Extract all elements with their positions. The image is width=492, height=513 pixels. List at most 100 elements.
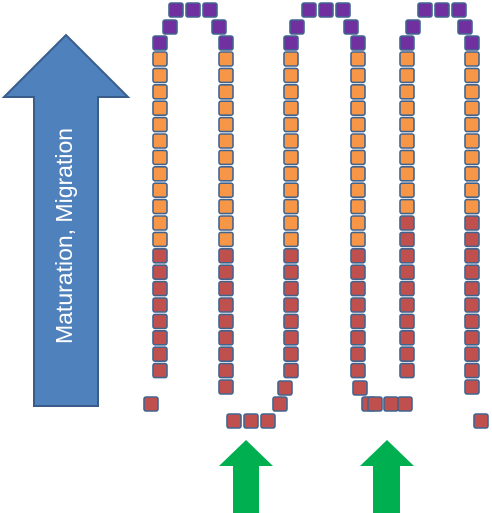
column-cell	[399, 297, 415, 313]
tip-cell	[202, 2, 218, 18]
column-cell	[283, 67, 299, 84]
column-cell	[350, 100, 366, 116]
column-cell	[399, 362, 415, 379]
column-cell	[399, 67, 415, 84]
column-cell	[283, 51, 299, 67]
column-cell	[283, 84, 299, 100]
crypt-cell	[272, 396, 288, 412]
column-cell	[152, 182, 168, 198]
crypt-cell	[226, 413, 242, 429]
column-cell	[464, 346, 480, 363]
column-cell	[218, 346, 234, 363]
tip-cell	[350, 35, 366, 51]
column-cell	[152, 264, 168, 281]
column-cell	[399, 133, 415, 149]
column-cell	[218, 100, 234, 116]
column-cell	[399, 280, 415, 297]
column-cell	[464, 67, 480, 84]
column-cell	[399, 149, 415, 166]
column-cell	[464, 215, 480, 231]
column-cell	[152, 100, 168, 116]
column-cell	[399, 215, 415, 231]
column-cell	[350, 67, 366, 84]
column-cell	[152, 116, 168, 133]
column-cell	[350, 231, 366, 248]
column-cell	[350, 116, 366, 133]
maturation-arrow: Maturation, Migration	[1, 33, 131, 407]
maturation-arrow-shape	[1, 33, 131, 407]
column-cell	[350, 84, 366, 100]
column-cell	[399, 329, 415, 346]
column-cell	[464, 379, 480, 395]
column-cell	[218, 182, 234, 198]
column-cell	[464, 362, 480, 379]
tip-cell	[343, 19, 359, 35]
cell-chain	[143, 2, 489, 429]
column-cell	[283, 264, 299, 281]
column-cell	[399, 231, 415, 248]
column-cell	[350, 313, 366, 330]
crypt-cell	[260, 413, 276, 429]
column-cell	[350, 133, 366, 149]
column-cell	[152, 198, 168, 215]
column-cell	[218, 84, 234, 100]
column-cell	[464, 313, 480, 330]
crypt-cell	[352, 380, 368, 396]
column-cell	[283, 166, 299, 182]
column-cell	[152, 67, 168, 84]
tip-cell	[405, 19, 421, 35]
crypt-cell	[473, 413, 489, 429]
column-cell	[218, 264, 234, 281]
column-cell	[399, 313, 415, 330]
column-cell	[464, 133, 480, 149]
tip-cell	[451, 2, 467, 18]
column-cell	[350, 166, 366, 182]
column-cell	[464, 149, 480, 166]
tip-cell	[417, 2, 433, 18]
column-cell	[464, 182, 480, 198]
column-cell	[283, 198, 299, 215]
column-cell	[218, 166, 234, 182]
crypt-cell	[243, 413, 259, 429]
column-cell	[283, 133, 299, 149]
column-cell	[464, 116, 480, 133]
column-cell	[283, 313, 299, 330]
column-cell	[152, 329, 168, 346]
tip-cell	[399, 35, 415, 51]
column-cell	[152, 51, 168, 67]
tip-cell	[162, 19, 178, 35]
tip-cell	[185, 2, 201, 18]
tip-cell	[335, 2, 351, 18]
column-cell	[464, 231, 480, 248]
column-cell	[218, 133, 234, 149]
stem-cell-arrow-left	[219, 440, 273, 513]
column-cell	[152, 313, 168, 330]
column-cell	[399, 116, 415, 133]
column-cell	[399, 182, 415, 198]
column-cell	[218, 231, 234, 248]
tip-cell	[289, 19, 305, 35]
column-cell	[218, 379, 234, 395]
column-cell	[350, 149, 366, 166]
column-cell	[399, 51, 415, 67]
tip-cell	[211, 19, 227, 35]
column-cell	[399, 248, 415, 264]
column-cell	[218, 362, 234, 379]
column-cell	[218, 215, 234, 231]
column-cell	[218, 67, 234, 84]
stem-cell-arrow-right	[360, 440, 414, 513]
crypt-cell	[277, 380, 293, 396]
column-cell	[283, 215, 299, 231]
column-cell	[152, 297, 168, 313]
column-cell	[464, 297, 480, 313]
column-cell	[350, 198, 366, 215]
tip-cell	[464, 35, 480, 51]
column-cell	[399, 100, 415, 116]
column-cell	[218, 280, 234, 297]
column-cell	[350, 280, 366, 297]
column-cell	[152, 248, 168, 264]
column-cell	[399, 264, 415, 281]
tip-cell	[434, 2, 450, 18]
column-cell	[218, 149, 234, 166]
column-cell	[283, 329, 299, 346]
